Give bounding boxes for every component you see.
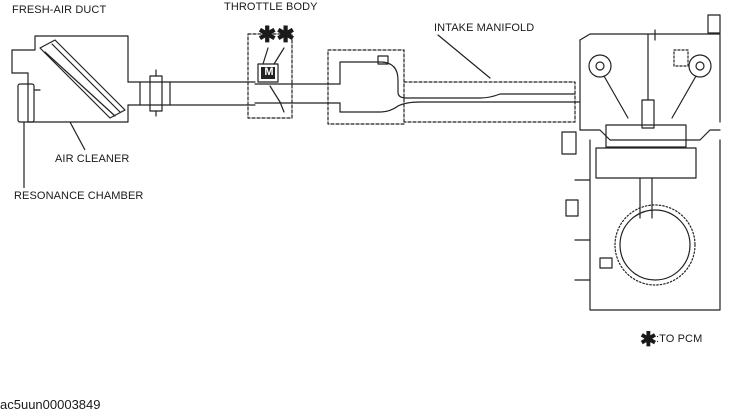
intake-manifold-shape [327, 34, 581, 125]
legend-text: :TO PCM [656, 333, 703, 345]
fresh-air-duct-shape [11, 35, 129, 83]
label-fresh-air-duct: FRESH-AIR DUCT [12, 4, 107, 16]
air-cleaner-shape [27, 39, 129, 123]
label-air-cleaner: AIR CLEANER [55, 153, 130, 165]
label-intake-manifold: INTAKE MANIFOLD [434, 22, 535, 34]
figure-code: ac5uun00003849 [0, 397, 101, 412]
air-cleaner-leader [69, 121, 86, 151]
resonance-chamber-shape [17, 83, 41, 123]
throttle-body-shape [247, 33, 341, 119]
motor-marker-letter: M [264, 66, 274, 78]
intake-pipe [127, 69, 256, 117]
motor-marker-fill [261, 67, 275, 79]
legend-asterisk: ✱ [640, 329, 657, 351]
camshaft-shapes [588, 54, 712, 129]
label-throttle-body: THROTTLE BODY [224, 1, 318, 13]
engine-shape [561, 14, 721, 311]
throttle-pcm-asterisks: ✱✱ [258, 22, 295, 47]
label-resonance-chamber: RESONANCE CHAMBER [14, 190, 144, 202]
